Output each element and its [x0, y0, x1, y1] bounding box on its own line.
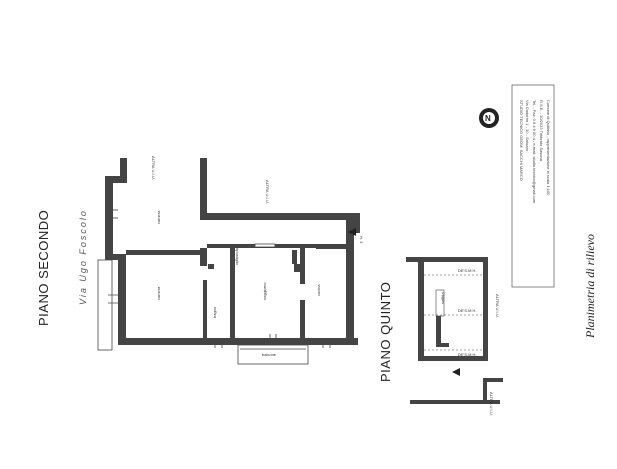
note-altra-uiu-3: ALTRA U.I.U.	[495, 294, 500, 318]
room-ripostiglio: ripostiglio	[235, 248, 240, 265]
window-marker	[254, 243, 276, 248]
room-camera-bottom: camera	[156, 286, 161, 300]
stamp-line-1: STUDIO TECNICO GEOM. SACCHI MARCO	[519, 100, 524, 181]
floor-title-fifth: PIANO QUINTO	[378, 281, 393, 382]
caption: Planimetria di rilievo	[583, 234, 597, 338]
wall	[300, 300, 305, 338]
stamp-line-5: Comune di Quiliano - rappresentazione in…	[546, 100, 551, 196]
wall	[126, 250, 206, 255]
wall	[436, 316, 441, 346]
wall	[353, 213, 360, 233]
wall	[300, 248, 305, 284]
floor-title-second: PIANO SECONDO	[36, 209, 51, 326]
note-altra-uiu-4: ALTRA U.I.U.	[489, 392, 494, 416]
wall	[200, 248, 207, 266]
wall	[483, 378, 503, 382]
wall	[105, 176, 113, 256]
balcone-outline	[237, 344, 309, 365]
wall	[105, 254, 126, 260]
stamp-line-2: Via Cadorna 1 - 10 - Saluzzo	[525, 100, 530, 152]
second-floor-plan	[105, 158, 360, 345]
wall	[200, 213, 360, 220]
note-height-fifth-1: DE'S.M H.	[458, 268, 477, 273]
wall	[406, 257, 486, 262]
room-balcone: balcone	[262, 352, 277, 357]
second-floor-lines	[97, 209, 331, 365]
room-bagno: bagno	[212, 306, 217, 318]
wall	[483, 378, 487, 400]
wall	[418, 257, 424, 361]
wall	[316, 244, 346, 249]
wall	[118, 256, 126, 344]
stamp-box	[511, 84, 555, 288]
bagno-fixture	[208, 264, 214, 269]
wall	[230, 248, 235, 338]
wall	[483, 257, 488, 361]
room-soggiorno: soggiorno	[262, 282, 267, 300]
room-cucina: cucina	[316, 284, 321, 296]
wall	[118, 338, 358, 345]
wall	[105, 176, 127, 183]
north-icon: N	[479, 108, 499, 128]
wall	[436, 343, 449, 347]
note-altra-uiu-1: ALTRA U.I.U.	[151, 156, 156, 180]
note-altra-uiu-2: ALTRA U.I.U.	[265, 180, 270, 204]
svg-text:N: N	[485, 114, 491, 123]
entrance-arrow-fifth	[452, 368, 460, 376]
wall	[200, 158, 207, 218]
wall	[203, 280, 207, 338]
entrance-arrow	[348, 228, 356, 236]
room-camera-top: camera	[156, 210, 161, 224]
fifth-floor-plan	[406, 257, 503, 404]
wall	[120, 158, 127, 183]
stamp-line-4: R.S.E. - 10/2023 Timbrato Savona	[539, 100, 544, 161]
sottotetto-box	[435, 289, 445, 317]
street-label: Via Ugo Foscolo	[78, 209, 88, 305]
wall	[346, 218, 354, 345]
pillar	[294, 264, 300, 272]
stamp-line-3: Tel. - Fax: 0 6 4 6 00 4 - e-mail: studi…	[532, 100, 537, 204]
wall	[410, 400, 500, 404]
note-height-fifth-3: DE'S.M H.	[458, 352, 477, 357]
wall	[418, 356, 488, 361]
column	[97, 259, 113, 351]
room-sottotetto: soffitta	[440, 292, 445, 304]
note-height-second: H. 3	[359, 236, 364, 244]
note-height-fifth-2: DE'S.M H.	[458, 308, 477, 313]
fifth-floor-lines	[424, 274, 483, 351]
pillar	[292, 250, 297, 264]
